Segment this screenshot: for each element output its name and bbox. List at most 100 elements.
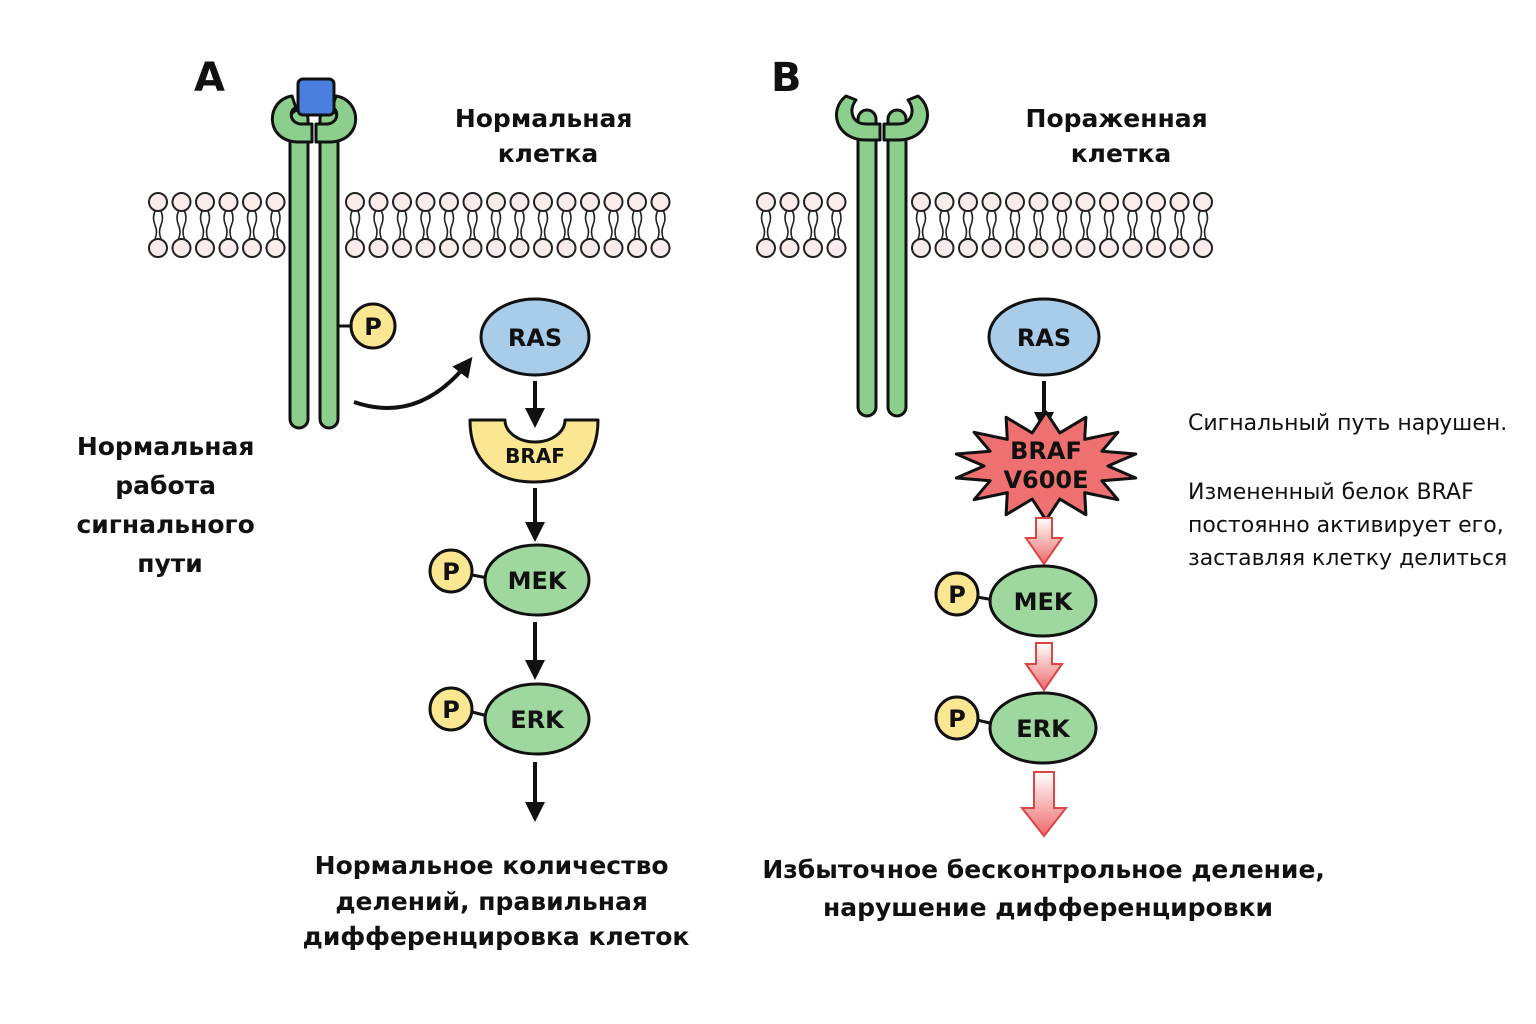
svg-text:P: P — [948, 705, 966, 733]
panel-a-outcome: Нормальное количество делений, правильна… — [303, 851, 690, 951]
lipid-head — [603, 238, 624, 258]
panel-a-letter: A — [194, 55, 225, 101]
svg-text:V600E: V600E — [1003, 466, 1088, 494]
lipid-head — [439, 238, 459, 258]
svg-text:RAS: RAS — [1017, 324, 1071, 352]
lipid-head — [1122, 192, 1143, 212]
ras-node-b: RAS — [987, 297, 1101, 377]
lipid-head — [627, 192, 647, 212]
lipid-head — [392, 238, 412, 258]
lipid-head — [826, 238, 847, 258]
lipid-head — [826, 192, 847, 212]
panel-b-title: Пораженная клетка — [1026, 104, 1217, 168]
lipid-head — [1146, 238, 1166, 258]
lipid-head — [462, 238, 483, 258]
lipid-head — [462, 192, 483, 212]
lipid-head — [439, 192, 459, 212]
mutant-arrow-3 — [1019, 771, 1069, 838]
lipid-head — [171, 192, 192, 212]
svg-text:MEK: MEK — [1014, 588, 1074, 616]
svg-text:ERK: ERK — [510, 706, 565, 734]
lipid-head — [368, 192, 389, 212]
panel-b: B Пораженная клетка RAS BRAF V600E Сигна… — [756, 55, 1514, 922]
mek-node-b: P MEK — [934, 564, 1098, 638]
lipid-head — [533, 192, 553, 212]
lipid-head — [1075, 238, 1096, 258]
panel-a-title: Нормальная клетка — [455, 104, 641, 168]
lipid-head — [779, 238, 800, 258]
svg-text:P: P — [948, 581, 966, 609]
lipid-head — [911, 238, 931, 258]
lipid-head — [242, 238, 262, 258]
panel-a-receptor-phosphate: P — [338, 302, 397, 350]
mutant-arrow-1 — [1024, 517, 1064, 566]
braf-node-a: BRAF — [468, 418, 600, 484]
lipid-head — [533, 238, 553, 258]
lipid-head — [1028, 192, 1049, 212]
lipid-head — [803, 238, 823, 258]
lipid-head — [218, 192, 239, 212]
lipid-head — [556, 192, 577, 212]
lipid-head — [934, 238, 955, 258]
panel-b-receptor — [835, 94, 929, 418]
lipid-head — [148, 238, 168, 258]
lipid-head — [1193, 238, 1213, 258]
lipid-head — [1169, 192, 1190, 212]
svg-text:BRAF: BRAF — [505, 444, 565, 468]
activation-arrow — [353, 356, 473, 410]
lipid-head — [1099, 192, 1119, 212]
erk-node-a: P ERK — [428, 682, 591, 756]
erk-node-b: P ERK — [934, 691, 1098, 765]
panel-b-note: Сигнальный путь нарушен. Измененный бело… — [1188, 411, 1514, 571]
svg-text:P: P — [442, 558, 460, 586]
lipid-head — [265, 238, 286, 258]
panel-a-side-caption: Нормальная работа сигнального пути — [76, 432, 263, 578]
lipid-head — [509, 238, 530, 258]
lipid-head — [756, 192, 776, 212]
lipid-head — [981, 238, 1002, 258]
lipid-head — [958, 192, 978, 212]
lipid-head — [1005, 192, 1025, 212]
lipid-head — [509, 192, 530, 212]
lipid-head — [1193, 192, 1213, 212]
lipid-head — [779, 192, 800, 212]
lipid-head — [265, 192, 286, 212]
lipid-head — [1169, 238, 1190, 258]
lipid-head — [1146, 192, 1166, 212]
panel-b-membrane — [756, 192, 1213, 258]
lipid-head — [803, 192, 823, 212]
lipid-head — [1005, 238, 1025, 258]
lipid-head — [345, 192, 365, 212]
mek-node-a: P MEK — [428, 543, 591, 617]
lipid-head — [1052, 238, 1072, 258]
lipid-head — [171, 238, 192, 258]
lipid-head — [415, 238, 436, 258]
panel-b-outcome: Избыточное бесконтрольное деление, наруш… — [762, 855, 1333, 922]
lipid-head — [148, 192, 168, 212]
lipid-head — [934, 192, 955, 212]
lipid-head — [1028, 238, 1049, 258]
lipid-head — [603, 192, 624, 212]
lipid-head — [1099, 238, 1119, 258]
lipid-head — [756, 238, 776, 258]
lipid-head — [392, 192, 412, 212]
panel-a: A P Нормальная клетка Нормальная работа … — [76, 55, 689, 951]
lipid-head — [580, 192, 600, 212]
lipid-head — [486, 192, 506, 212]
panel-a-receptor — [270, 77, 358, 430]
svg-text:P: P — [442, 696, 460, 724]
svg-text:BRAF: BRAF — [1010, 437, 1082, 465]
panel-a-membrane — [148, 192, 671, 258]
svg-text:RAS: RAS — [508, 324, 562, 352]
lipid-head — [368, 238, 389, 258]
lipid-head — [195, 238, 215, 258]
lipid-head — [1052, 192, 1072, 212]
lipid-head — [911, 192, 931, 212]
lipid-head — [218, 238, 239, 258]
lipid-head — [242, 192, 262, 212]
lipid-head — [486, 238, 506, 258]
ras-node-a: RAS — [479, 297, 591, 377]
svg-text:P: P — [364, 313, 382, 341]
mutant-arrow-2 — [1024, 642, 1064, 692]
